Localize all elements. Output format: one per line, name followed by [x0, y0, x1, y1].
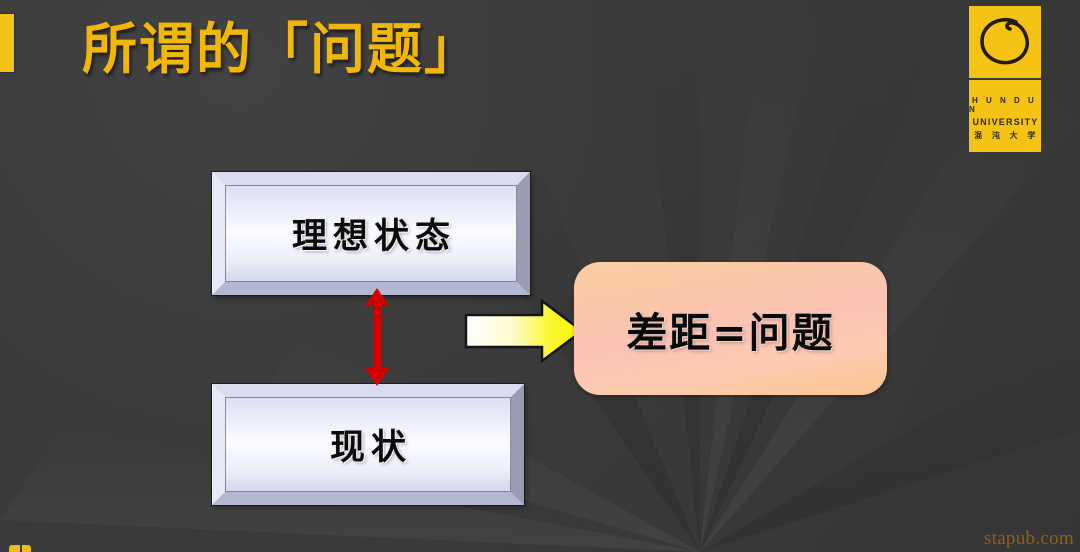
hundun-university-logo: H U N D U N UNIVERSITY 混 沌 大 学 [969, 6, 1041, 152]
diagram-box-current-state: 现状 [212, 384, 524, 505]
result-block-arrow [464, 299, 584, 363]
diagram-box-ideal-state: 理想状态 [212, 172, 530, 295]
logo-line-hundun: H U N D U N [969, 95, 1037, 114]
logo-divider [969, 78, 1041, 80]
hand-drawn-circle-icon [980, 17, 1029, 65]
box-label-ideal-state: 理想状态 [291, 217, 456, 257]
diagram-box-gap-equals-problem: 差距=问题 [574, 262, 887, 395]
page-title: 所谓的「问题」 [82, 17, 482, 81]
logo-wordmark: H U N D U N UNIVERSITY 混 沌 大 学 [969, 80, 1041, 152]
logo-line-university: UNIVERSITY [972, 116, 1039, 127]
box-label-gap-equals-problem: 差距=问题 [626, 308, 835, 357]
logo-line-chinese: 混 沌 大 学 [974, 130, 1039, 140]
bottom-left-accent-fragment [9, 545, 31, 552]
watermark: stapub.com [983, 528, 1074, 549]
gap-double-arrow [360, 288, 394, 386]
box-label-current-state: 现状 [329, 428, 412, 468]
logo-mark [969, 6, 1041, 78]
title-accent-tab [0, 14, 14, 72]
